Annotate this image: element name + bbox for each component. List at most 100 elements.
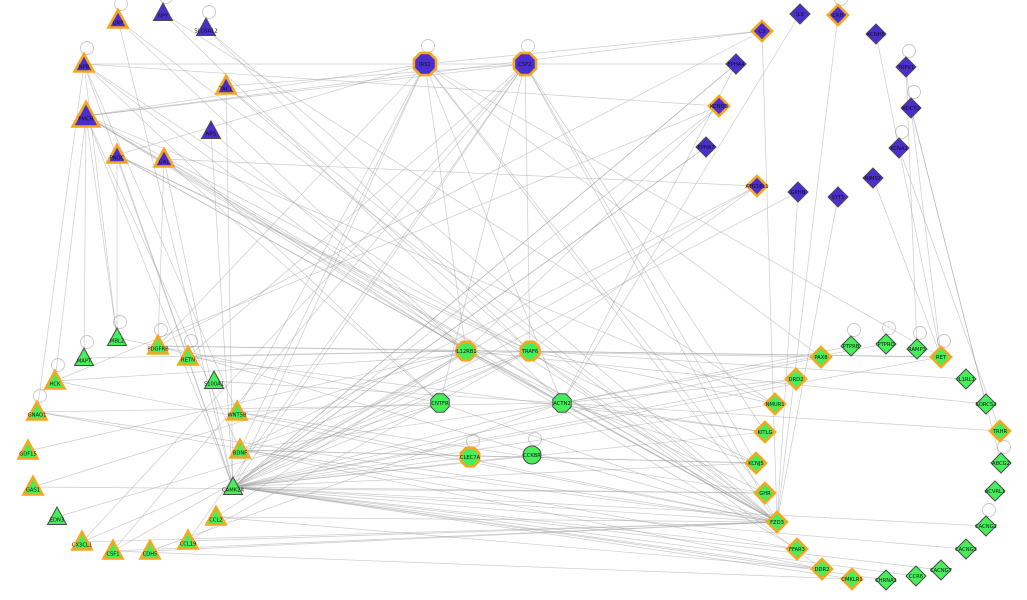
node-ACVRL1[interactable] bbox=[984, 480, 1006, 502]
node-GAL[interactable] bbox=[152, 146, 176, 168]
edge-t6-o2 bbox=[85, 63, 526, 117]
node-CCKBR[interactable] bbox=[522, 445, 542, 465]
node-CNTFR[interactable] bbox=[430, 393, 450, 413]
node-C3[interactable] bbox=[750, 19, 774, 43]
node-GRP[interactable] bbox=[106, 7, 130, 29]
node-GNAO1[interactable] bbox=[25, 399, 49, 421]
self-loop-h6 bbox=[528, 432, 542, 446]
node-CMKLR1[interactable] bbox=[840, 567, 864, 591]
self-loop-o1 bbox=[421, 39, 435, 53]
edge-o1-h1 bbox=[424, 63, 467, 352]
node-HCK[interactable] bbox=[43, 368, 67, 390]
node-DDR2[interactable] bbox=[810, 557, 834, 581]
node-SLC6A12[interactable] bbox=[195, 16, 217, 36]
node-CDH5[interactable] bbox=[138, 538, 162, 560]
edge-g3-d1 bbox=[157, 30, 763, 347]
node-CCL2[interactable] bbox=[204, 504, 228, 526]
node-ACTN2[interactable] bbox=[552, 393, 572, 413]
node-GHR[interactable] bbox=[753, 481, 777, 505]
node-KCNQ3[interactable] bbox=[707, 94, 731, 118]
self-loop-r1 bbox=[847, 323, 861, 337]
node-TRHR[interactable] bbox=[988, 419, 1012, 443]
edge-t6-g2 bbox=[83, 115, 87, 359]
node-CCL19[interactable] bbox=[176, 528, 200, 550]
node-PMCH[interactable] bbox=[70, 99, 102, 128]
node-TRPV1[interactable] bbox=[895, 56, 917, 78]
node-CACNG2[interactable] bbox=[975, 515, 997, 537]
node-IRS1[interactable] bbox=[412, 51, 438, 77]
node-KCNA1[interactable] bbox=[888, 137, 910, 159]
node-KCNH5[interactable] bbox=[865, 23, 887, 45]
node-WNT5B[interactable] bbox=[225, 399, 249, 421]
node-CLEC7A[interactable] bbox=[459, 446, 481, 468]
node-EPHA4[interactable] bbox=[725, 53, 747, 75]
self-loop-r17 bbox=[982, 503, 996, 517]
edge-t9-r16 bbox=[163, 158, 778, 523]
node-NPB[interactable] bbox=[72, 51, 96, 73]
node-NMUR1[interactable] bbox=[763, 392, 787, 416]
node-NPY[interactable] bbox=[152, 1, 174, 21]
node-KCNJ5[interactable] bbox=[744, 451, 768, 475]
node-SYT1[interactable] bbox=[827, 186, 849, 208]
node-ADCY2[interactable] bbox=[900, 97, 922, 119]
node-NPS[interactable] bbox=[200, 119, 222, 139]
node-CAMK2A[interactable] bbox=[222, 475, 244, 495]
node-RETN[interactable] bbox=[176, 344, 200, 366]
node-PTPRB[interactable] bbox=[840, 335, 862, 357]
edge-d11-g13 bbox=[232, 185, 758, 488]
self-loop-t1 bbox=[114, 0, 128, 11]
node-PTPRO[interactable] bbox=[875, 333, 897, 355]
edge-r8-g13 bbox=[232, 403, 776, 488]
edge-t4-h1 bbox=[83, 63, 467, 352]
node-CHRNA1[interactable] bbox=[875, 569, 897, 591]
edge-g6-r18 bbox=[36, 411, 798, 550]
edge-t9-d11 bbox=[163, 158, 758, 187]
node-GDF15[interactable] bbox=[16, 438, 40, 460]
edge-o2-g15 bbox=[112, 63, 526, 552]
node-RET[interactable] bbox=[929, 345, 953, 369]
edge-t4-h3 bbox=[83, 63, 441, 404]
node-IL9[interactable] bbox=[789, 3, 811, 25]
node-CRH[interactable] bbox=[826, 3, 850, 27]
edge-t6-r16 bbox=[85, 115, 778, 523]
edge-o2-r16 bbox=[524, 63, 778, 523]
node-EDN3[interactable] bbox=[46, 505, 68, 525]
node-SORCS2[interactable] bbox=[975, 393, 997, 415]
edge-r1-h4 bbox=[561, 345, 852, 404]
node-S100A1[interactable] bbox=[203, 369, 225, 389]
node-BDNF[interactable] bbox=[228, 437, 252, 459]
node-CACNG3[interactable] bbox=[955, 538, 977, 560]
edge-r11-h4 bbox=[561, 402, 1001, 432]
node-CSF2[interactable] bbox=[512, 51, 538, 77]
node-CACNG7[interactable] bbox=[930, 559, 952, 581]
node-IL1RL1[interactable] bbox=[955, 368, 977, 390]
node-PNOC[interactable] bbox=[105, 142, 129, 164]
node-FZD3[interactable] bbox=[765, 510, 789, 534]
node-MBL2[interactable] bbox=[106, 326, 128, 346]
node-RAMP3[interactable] bbox=[906, 338, 928, 360]
node-RIMS2[interactable] bbox=[862, 167, 884, 189]
node-KITLG[interactable] bbox=[753, 420, 777, 444]
node-DRD2[interactable] bbox=[784, 367, 808, 391]
edge-r14-h1 bbox=[465, 350, 766, 494]
node-CCR6[interactable] bbox=[905, 565, 927, 587]
node-ATG16L1[interactable] bbox=[745, 174, 769, 198]
node-PDGFRB[interactable] bbox=[146, 333, 170, 355]
node-FFAR3[interactable] bbox=[785, 537, 809, 561]
node-CX3CL1[interactable] bbox=[70, 529, 94, 551]
node-ABCG2[interactable] bbox=[990, 452, 1012, 474]
node-TRAF6[interactable] bbox=[519, 340, 541, 362]
node-GAS1[interactable] bbox=[21, 474, 45, 496]
node-GPHN[interactable] bbox=[787, 181, 809, 203]
node-TAC1[interactable] bbox=[214, 73, 238, 95]
node-CSF1[interactable] bbox=[101, 538, 125, 560]
edge-g9-h3 bbox=[236, 402, 441, 413]
node-EPHA7[interactable] bbox=[695, 136, 717, 158]
node-MAPT[interactable] bbox=[73, 346, 95, 366]
node-IL12RB1[interactable] bbox=[455, 340, 477, 362]
node-PAX8[interactable] bbox=[809, 345, 833, 369]
edge-g11-h4 bbox=[239, 402, 563, 451]
edge-d3-r16 bbox=[776, 14, 839, 523]
edge-o2-g13 bbox=[232, 63, 526, 488]
